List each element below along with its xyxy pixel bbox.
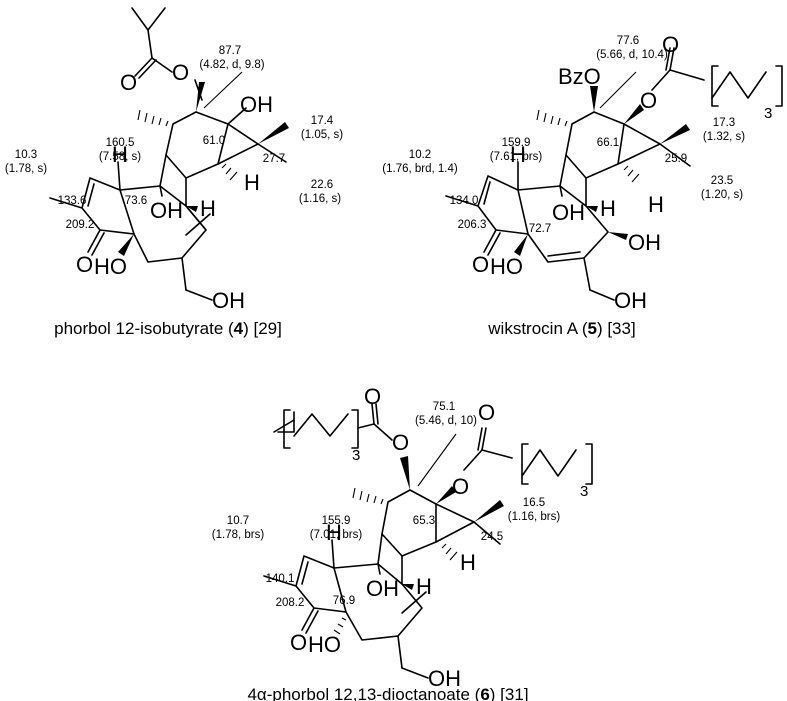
c5-shift-c16-h: (1.32, s) [703, 131, 745, 143]
c6-shift-c16-h: (1.16, brs) [508, 511, 561, 523]
c4-c20-hydroxyl: OH [212, 288, 245, 313]
c6-shift-c12: 75.1 [433, 401, 455, 413]
c4-shift-c4: 73.6 [125, 195, 147, 207]
c6-c4-hydroxyl: HO [308, 632, 341, 657]
c6-shift-c2: 140.1 [266, 573, 295, 585]
c5-h10: H [510, 142, 526, 167]
c4-carbonyl-oxygen: O [120, 70, 137, 95]
c5-shift-c16: 17.3 [713, 117, 735, 129]
c5-shift-c3: 206.3 [458, 219, 487, 231]
c5-shift-c1-h: (7.61, brs) [490, 151, 543, 163]
c4-shift-c1-h: (7.58, s) [99, 151, 141, 163]
c6-h14: H [460, 550, 476, 575]
c4-shift-c19: 10.3 [15, 149, 37, 161]
c6-h10: H [326, 520, 342, 545]
c4-h14: H [244, 170, 260, 195]
c4-shift-c12-h: (4.82, d, 9.8) [199, 59, 264, 71]
c5-c14-h-hash [623, 165, 640, 183]
c6-shift-c1-h: (7.01, brs) [310, 529, 363, 541]
c5-shift-c19: 10.2 [409, 149, 431, 161]
c6-shift-c19-h: (1.78, brs) [212, 529, 265, 541]
c11-methyl-hash [137, 109, 169, 127]
c6-h8: H [416, 574, 432, 599]
c6-shift-c13: 65.3 [413, 515, 435, 527]
c4-shift-c17: 22.6 [311, 179, 333, 191]
c4-shift-c16: 17.4 [311, 115, 334, 127]
c4-shift-c3: 209.2 [66, 219, 95, 231]
c5-shift-c2: 134.0 [450, 195, 479, 207]
c4-h8: H [200, 196, 216, 221]
c5-bzo: BzO [558, 64, 601, 89]
c5-caption: wikstrocin A (5) [33] [487, 319, 635, 338]
c6-shift-c16: 16.5 [523, 497, 545, 509]
c5-c9-hydroxyl: OH [552, 200, 585, 225]
c4-c13-hydroxyl: OH [240, 92, 273, 117]
c6-c20-hydroxyl: OH [428, 666, 461, 691]
c5-shift-c15: 25.9 [665, 153, 687, 165]
c4-shift-c13: 61.0 [203, 135, 225, 147]
c6-c3-oxygen: O [290, 630, 307, 655]
c4-c4-hydroxyl: HO [94, 254, 127, 279]
c6-o13-carbonyl: O [478, 400, 495, 425]
c5-c4-hydroxyl: HO [490, 254, 523, 279]
c4-shift-c2: 133.6 [58, 195, 87, 207]
c6-repeat-left: 3 [352, 447, 360, 464]
c6-repeat-right: 3 [580, 483, 588, 500]
c5-c20-hydroxyl: OH [614, 288, 647, 313]
c5-shift-c17-h: (1.20, s) [701, 189, 743, 201]
c5-shift-c13: 66.1 [597, 137, 619, 149]
c6-shift-c12-h: (5.46, d, 10) [415, 415, 477, 427]
c5-shift-c1: 159.9 [502, 137, 531, 149]
c6-c9-hydroxyl: OH [366, 576, 399, 601]
c4-shift-c15: 27.7 [263, 153, 285, 165]
c5-c3-oxygen: O [472, 252, 489, 277]
c4-shift-c1: 160.5 [106, 137, 135, 149]
c5-shift-c4: 72.7 [529, 223, 551, 235]
c5-h14: H [648, 192, 664, 217]
c6-shift-c15: 24.5 [481, 531, 503, 543]
c6-c11-methyl-hash [352, 487, 384, 505]
c5-ester-oxygen: O [640, 88, 657, 113]
c5-carbonyl-oxygen: O [662, 32, 679, 57]
c5-shift-c19-h: (1.76, brd, 1.4) [382, 163, 458, 175]
c6-caption: 4α-phorbol 12,13-dioctanoate (6) [31] [247, 685, 528, 701]
c6-shift-c19: 10.7 [227, 515, 249, 527]
c4-h10: H [112, 142, 128, 167]
c4-shift-c12: 87.7 [219, 45, 241, 57]
c4-shift-c16-h: (1.05, s) [301, 129, 343, 141]
c5-shift-c12-h: (5.66, d, 10.4) [596, 49, 668, 61]
c4-c9-hydroxyl: OH [150, 198, 183, 223]
compound-5-structure [445, 47, 783, 301]
compound-4-structure [49, 7, 289, 301]
c6-shift-c1: 155.9 [322, 515, 351, 527]
c6-c14-h-hash [441, 543, 458, 561]
c4-ester-oxygen: O [172, 60, 189, 85]
c5-repeat-count: 3 [764, 105, 772, 122]
c4-shift-c17-h: (1.16, s) [299, 193, 341, 205]
c5-h8: H [600, 196, 616, 221]
c4-shift-c19-h: (1.78, s) [5, 163, 47, 175]
c6-shift-c3: 208.2 [276, 597, 305, 609]
c5-shift-c12: 77.6 [617, 35, 639, 47]
c6-o12-carbonyl: O [364, 384, 381, 409]
c6-o12: O [392, 430, 409, 455]
c4-caption: phorbol 12-isobutyrate (4) [29] [54, 319, 282, 338]
c5-c7-hydroxyl: OH [628, 230, 661, 255]
c6-o13: O [452, 474, 469, 499]
c14-h-hash [221, 163, 238, 181]
c6-c4-hash [333, 617, 347, 635]
c6-shift-c4: 76.9 [333, 595, 355, 607]
c4-c3-oxygen: O [76, 252, 93, 277]
c5-shift-c17: 23.5 [711, 175, 733, 187]
c5-c11-methyl-hash [536, 109, 568, 127]
compound-6-structure [263, 403, 593, 679]
